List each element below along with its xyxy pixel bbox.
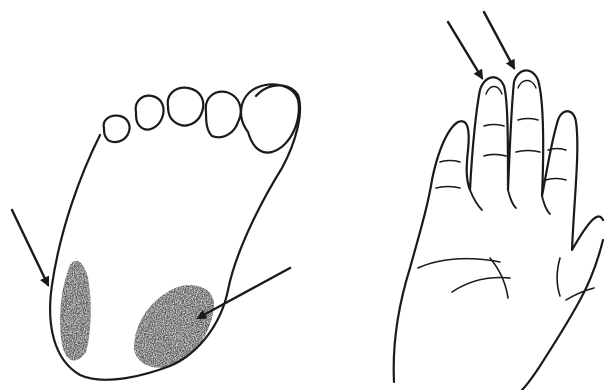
finger-crease: [436, 187, 460, 189]
finger-crease: [548, 149, 566, 151]
arrow-lateral-edge: [12, 210, 48, 285]
finger-crease: [516, 151, 540, 153]
arrow-index-fingertip: [448, 22, 482, 78]
palm-line: [557, 258, 560, 296]
shaded-region-lateral-edge: [60, 261, 91, 361]
finger-crease: [484, 155, 506, 157]
fourth-toe-outline: [136, 96, 164, 130]
second-toe-outline: [206, 92, 241, 138]
palm-line: [418, 259, 500, 268]
finger-crease: [484, 125, 504, 127]
finger-crease: [546, 179, 566, 181]
finger-gap: [470, 190, 482, 210]
hand-outline: [394, 70, 603, 382]
finger-crease: [440, 161, 460, 163]
index-fingertip-nail: [486, 87, 502, 95]
palm-line: [452, 278, 510, 292]
foot-panel: [12, 84, 300, 379]
little-toe-outline: [104, 116, 130, 142]
thumb-outline: [522, 240, 603, 390]
finger-gap: [542, 196, 550, 214]
middle-fingertip-nail: [518, 81, 536, 89]
shaded-region-heel: [134, 285, 214, 368]
finger-crease: [518, 119, 538, 121]
hand-panel: [394, 12, 603, 390]
finger-gap: [508, 190, 516, 208]
big-toe-outline: [241, 84, 299, 152]
arrow-middle-fingertip: [484, 12, 514, 68]
third-toe-outline: [168, 88, 203, 126]
arrow-heel: [198, 268, 290, 318]
